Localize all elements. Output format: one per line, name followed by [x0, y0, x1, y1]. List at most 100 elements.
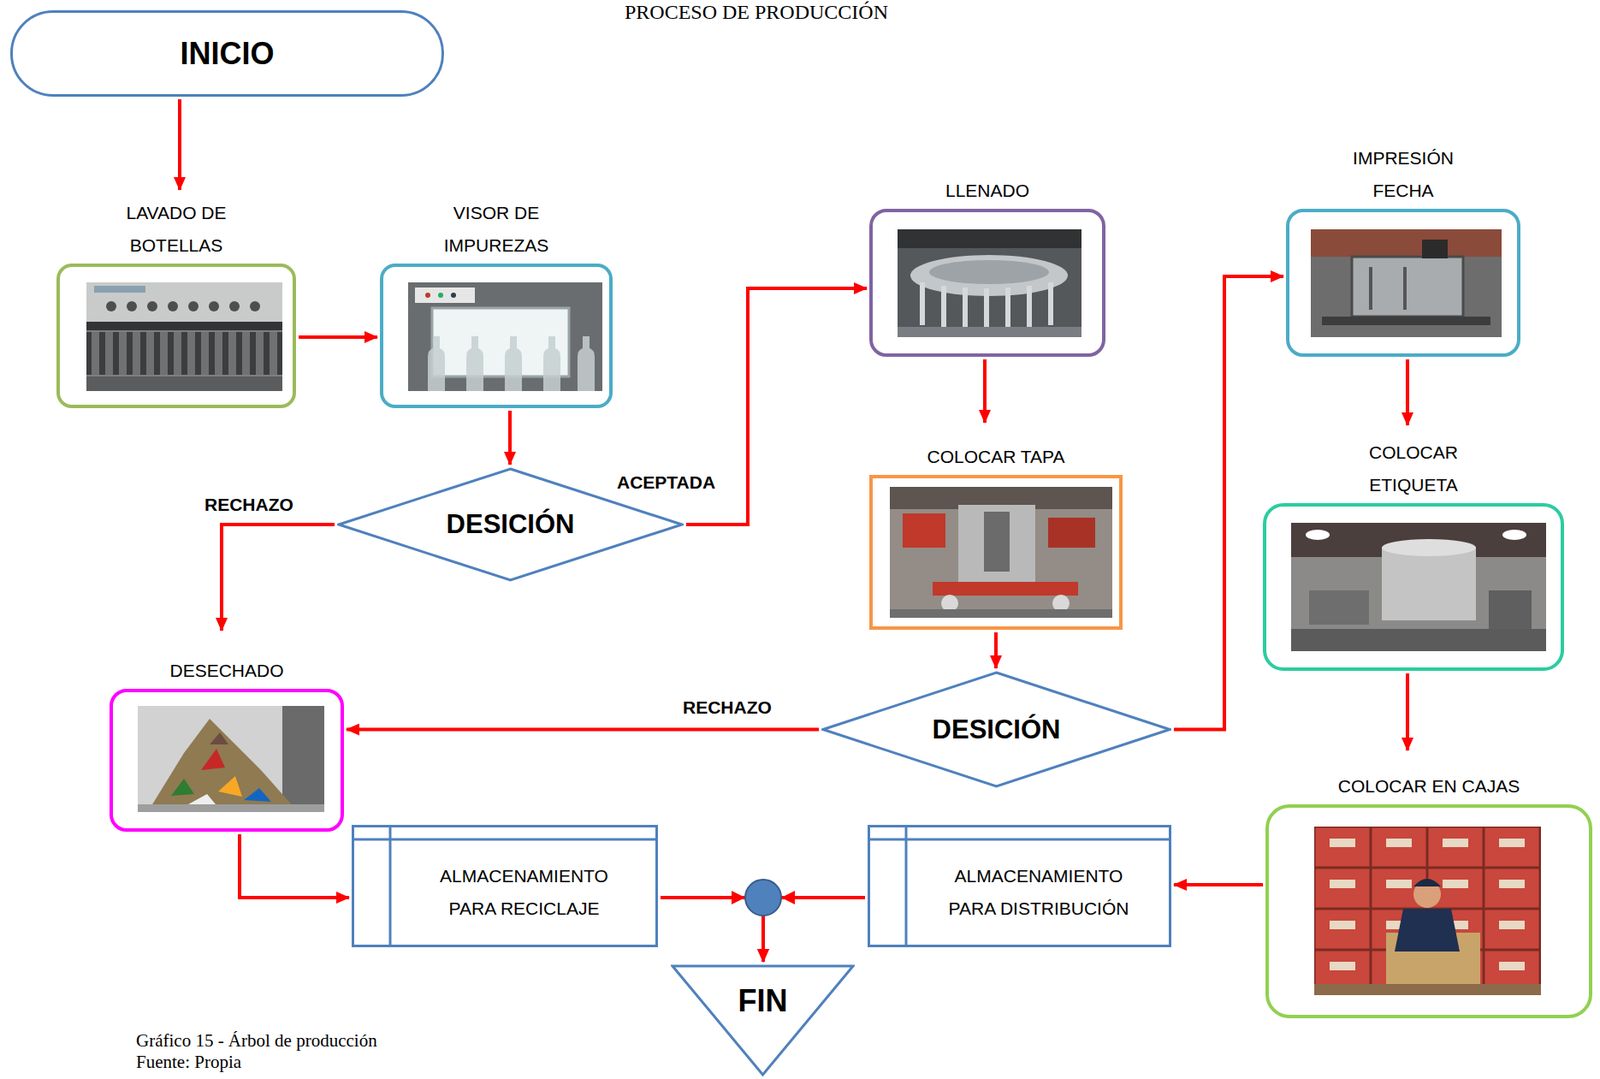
- inspection-photo: [577, 336, 595, 392]
- heading-area: DESECHADO: [109, 633, 344, 689]
- filler-photo: [941, 285, 947, 329]
- washer-photo: [86, 331, 283, 375]
- labeler-photo: [1291, 522, 1547, 652]
- start-terminal: INICIO: [10, 10, 445, 97]
- caption-area: Gráfico 15 - Árbol de producciónFuente: …: [136, 1030, 378, 1073]
- printer-photo: [1403, 266, 1407, 310]
- decision-label: DESICIÓN: [932, 714, 1061, 746]
- capper-photo: [889, 486, 1113, 618]
- washer-photo: [188, 301, 199, 312]
- washer-photo: [94, 285, 146, 293]
- process-step: VISOR DE IMPUREZAS: [379, 192, 613, 409]
- printer-photo: [1368, 266, 1373, 310]
- printer-photo: [1321, 316, 1491, 326]
- flow-arrow: [983, 359, 987, 423]
- washer-photo: [86, 376, 283, 392]
- image-frame: [1285, 208, 1521, 357]
- washer-photo: [86, 282, 283, 322]
- packing-photo: [1314, 826, 1541, 996]
- storage-box: ALMACENAMIENTO PARA DISTRIBUCIÓN: [867, 824, 1172, 948]
- packing-photo: [1413, 878, 1441, 887]
- diamond-outline: [823, 672, 1170, 787]
- waste-pile-photo: [171, 778, 195, 796]
- labeler-photo: [1305, 529, 1330, 540]
- process-step: IMPRESIÓN FECHA: [1285, 136, 1521, 357]
- filler-photo: [919, 282, 925, 326]
- inspection-photo: [408, 282, 603, 392]
- image-frame: [1265, 804, 1593, 1019]
- inspection-photo: [504, 336, 522, 392]
- waste-pile-photo: [209, 732, 229, 745]
- inspection-photo: [414, 287, 475, 303]
- filler-photo: [897, 229, 1082, 249]
- heading-area: VISOR DE IMPUREZAS: [379, 192, 613, 264]
- predefined-process-lines: [867, 824, 1172, 948]
- printer-photo: [1422, 239, 1448, 259]
- labeler-photo: [1381, 539, 1476, 557]
- filler-photo: [1005, 287, 1011, 331]
- step-label: COLOCAR EN CAJAS: [1338, 770, 1520, 805]
- inspection-photo: [438, 292, 444, 298]
- washer-photo: [86, 321, 283, 331]
- image-frame: [379, 263, 613, 409]
- flow-arrow: [346, 728, 819, 732]
- capper-photo: [889, 609, 1113, 618]
- labeler-photo: [1291, 628, 1547, 652]
- capper-photo: [902, 513, 946, 548]
- waste-pile-photo: [149, 718, 296, 809]
- waste-pile-photo: [137, 804, 325, 812]
- heading-area: COLOCAR ETIQUETA: [1262, 427, 1565, 504]
- figure-caption: Gráfico 15 - Árbol de producción: [136, 1030, 378, 1052]
- packing-photo: [1314, 983, 1541, 996]
- capper-photo: [983, 511, 1010, 572]
- edge-label: ACEPTADA: [614, 471, 718, 494]
- waste-pile-photo: [137, 705, 325, 812]
- heading-area: IMPRESIÓN FECHA: [1285, 136, 1521, 209]
- filler-photo: [1026, 285, 1032, 329]
- process-step: COLOCAR EN CAJAS: [1265, 752, 1593, 1019]
- merge-junction: [731, 879, 795, 916]
- inspection-photo: [408, 282, 603, 392]
- flow-arrow: [221, 524, 335, 631]
- process-step: COLOCAR ETIQUETA: [1262, 427, 1565, 671]
- washer-photo: [86, 282, 283, 392]
- merge-junction: [781, 890, 795, 905]
- step-label: DESECHADO: [169, 654, 284, 689]
- predefined-process-lines: [389, 824, 392, 948]
- heading-area: LAVADO DE BOTELLAS: [56, 192, 297, 264]
- packing-photo: [1314, 826, 1541, 996]
- printer-photo: [1310, 229, 1502, 338]
- waste-pile-photo: [201, 748, 226, 771]
- step-label: VISOR DE IMPUREZAS: [423, 196, 569, 264]
- inspection-photo: [466, 336, 484, 392]
- waste-pile-photo: [188, 794, 216, 805]
- printer-photo: [1351, 256, 1464, 317]
- capper-photo: [1048, 517, 1096, 548]
- flow-arrow: [1405, 673, 1410, 751]
- storage-label: ALMACENAMIENTO PARA RECICLAJE: [421, 859, 628, 925]
- washer-photo: [106, 301, 117, 312]
- labeler-photo: [1502, 529, 1527, 540]
- storage-label: ALMACENAMIENTO PARA DISTRIBUCIÓN: [936, 859, 1142, 925]
- process-step: LAVADO DE BOTELLAS: [56, 192, 297, 409]
- image-frame: [109, 688, 344, 832]
- flow-arrow: [508, 410, 512, 465]
- heading-area: COLOCAR EN CAJAS: [1265, 752, 1593, 805]
- image-frame: [869, 208, 1106, 357]
- filler-photo: [1048, 282, 1054, 326]
- filler-photo: [897, 229, 1082, 338]
- flow-arrow: [177, 99, 182, 190]
- image-frame: [1262, 503, 1565, 671]
- washer-photo: [208, 301, 220, 312]
- edge-label-area: RECHAZO: [680, 696, 775, 719]
- labeler-photo: [1291, 522, 1547, 558]
- flow-arrow: [994, 632, 998, 669]
- printer-photo: [1310, 229, 1502, 257]
- washer-photo: [126, 301, 137, 312]
- predefined-process-lines: [351, 824, 658, 948]
- edge-label: RECHAZO: [201, 493, 297, 516]
- printer-photo: [1310, 229, 1502, 338]
- process-step: DESECHADO: [109, 633, 344, 832]
- flow-arrow: [1173, 882, 1263, 887]
- step-label: IMPRESIÓN FECHA: [1330, 142, 1476, 209]
